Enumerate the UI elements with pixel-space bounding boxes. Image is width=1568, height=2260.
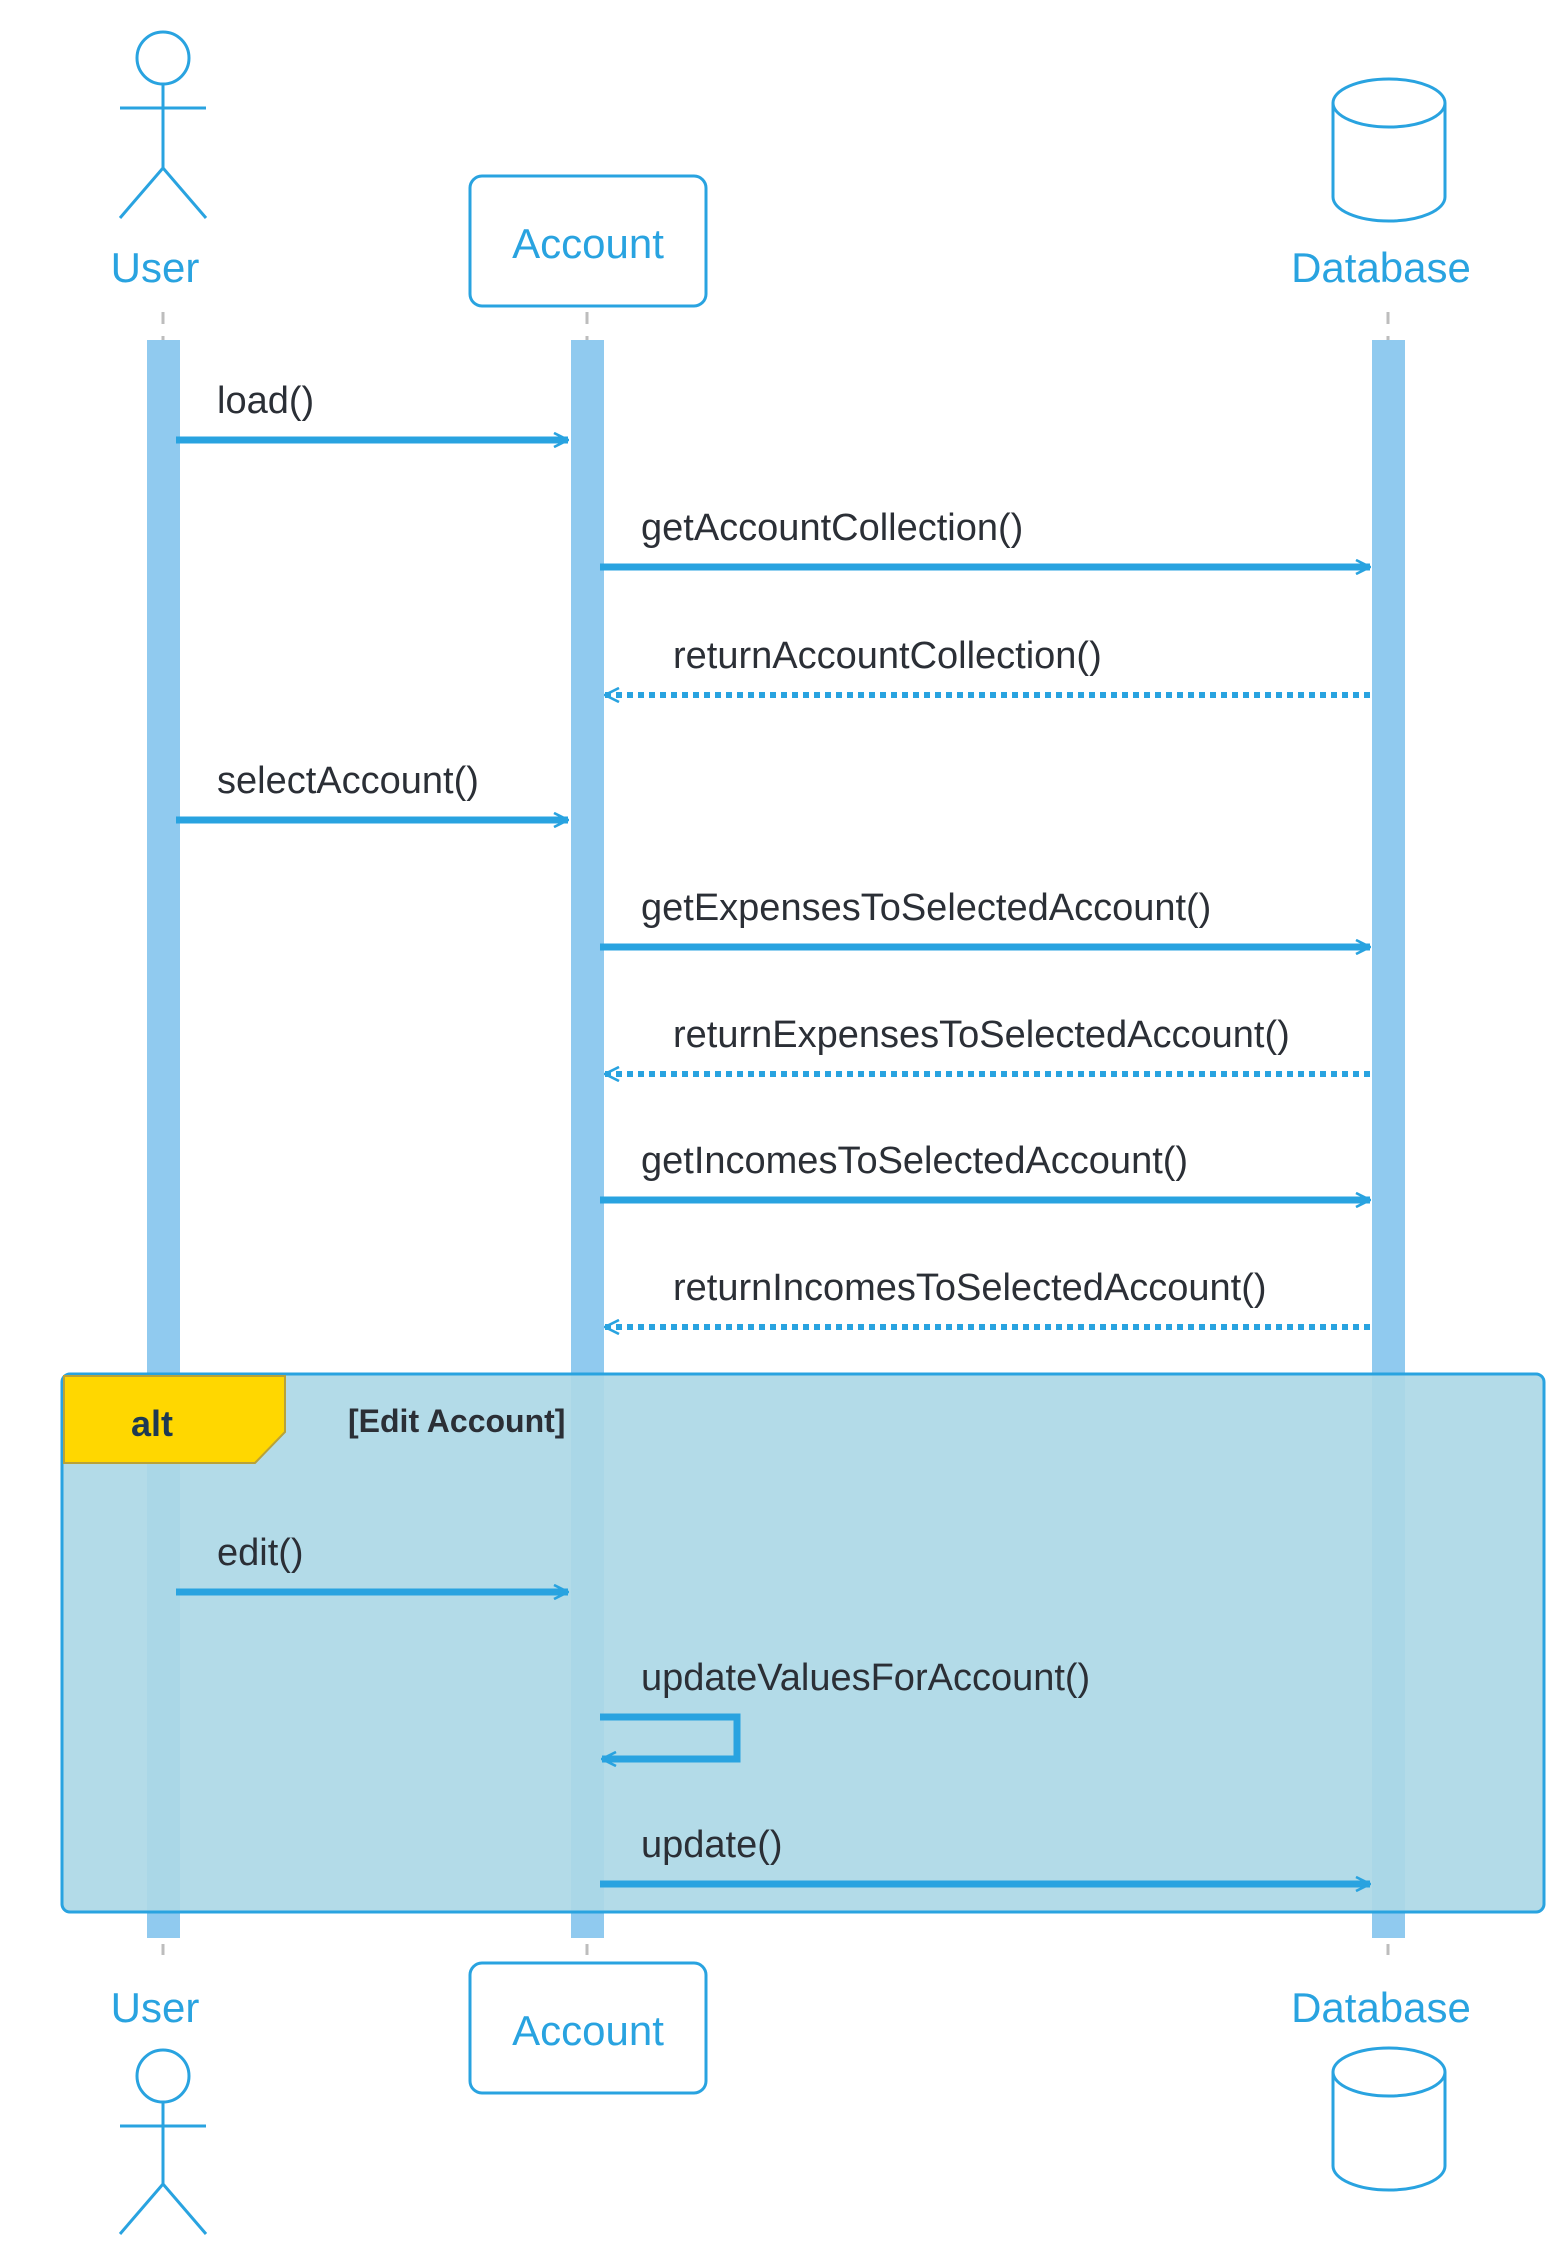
user-actor-icon [118, 30, 208, 219]
user-participant-label: User [111, 244, 200, 291]
message: update() [600, 1824, 1370, 1884]
message-label: returnAccountCollection() [673, 635, 1102, 677]
messages: load() getAccountCollection() returnAccoun… [176, 380, 1370, 1884]
database-icon [1331, 2046, 1447, 2192]
database-icon [1331, 77, 1447, 223]
message: getIncomesToSelectedAccount() [600, 1140, 1370, 1200]
message-label: getIncomesToSelectedAccount() [641, 1140, 1188, 1182]
message: returnIncomesToSelectedAccount() [605, 1267, 1370, 1327]
message-label: getAccountCollection() [641, 507, 1023, 549]
alt-frame [60, 1372, 1546, 1914]
account-participant-label: Account [512, 220, 664, 267]
message-label: returnIncomesToSelectedAccount() [673, 1267, 1267, 1309]
message-label: update() [641, 1824, 783, 1866]
participants-top: User Account Database [111, 30, 1471, 308]
message-label: returnExpensesToSelectedAccount() [673, 1014, 1290, 1056]
participants-bottom: User Account Database [111, 1961, 1471, 2235]
self-message-arrow [600, 1713, 741, 1759]
alt-operator-label: alt [131, 1403, 173, 1444]
message: updateValuesForAccount() [600, 1657, 1090, 1759]
user-actor-icon [118, 2048, 208, 2235]
message-label: updateValuesForAccount() [641, 1657, 1090, 1699]
message: returnExpensesToSelectedAccount() [605, 1014, 1370, 1074]
message: getAccountCollection() [600, 507, 1370, 567]
message-label: edit() [217, 1532, 304, 1574]
database-participant-label-bottom: Database [1291, 1984, 1471, 2031]
message: load() [176, 380, 568, 440]
account-participant-label-bottom: Account [512, 2007, 664, 2054]
message: edit() [176, 1532, 568, 1592]
message: getExpensesToSelectedAccount() [600, 887, 1370, 947]
message-label: getExpensesToSelectedAccount() [641, 887, 1211, 929]
user-participant-label-bottom: User [111, 1984, 200, 2031]
alt-guard-label: [Edit Account] [348, 1403, 565, 1439]
message-label: selectAccount() [217, 760, 479, 802]
message-label: load() [217, 380, 314, 422]
message: selectAccount() [176, 760, 568, 820]
alt-fragment: alt [Edit Account] [60, 1372, 1546, 1914]
alt-operator-tab [63, 1375, 286, 1464]
account-participant-box [468, 174, 708, 308]
account-participant-box-bottom [468, 1961, 708, 2095]
message: returnAccountCollection() [605, 635, 1370, 695]
database-participant-label: Database [1291, 244, 1471, 291]
